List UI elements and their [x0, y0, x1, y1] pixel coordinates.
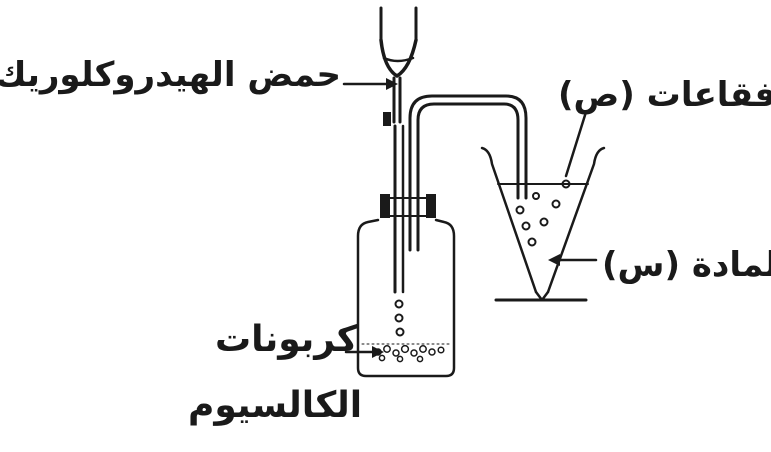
- label-hydrochloric-acid: حمض الهيدروكلوريك: [0, 55, 341, 95]
- funnel-stem: [393, 124, 405, 294]
- reaction-flask: [356, 218, 456, 378]
- label-calcium-carbonate-line2: الكالسيوم: [188, 385, 363, 426]
- leader-lines: [342, 82, 598, 354]
- beaker-bubbles: [515, 179, 571, 247]
- rubber-stopper: [380, 194, 436, 218]
- delivery-tube: [408, 94, 528, 252]
- conical-beaker: [480, 146, 606, 302]
- flask-bubbles: [394, 299, 405, 337]
- arrowhead-caco3: [372, 346, 384, 358]
- label-bubbles-y: فقاعات (ص): [558, 75, 771, 115]
- arrowhead-substance: [548, 254, 560, 266]
- label-calcium-carbonate-line1: كربونات: [215, 319, 358, 360]
- calcium-carbonate-solid: [374, 344, 445, 363]
- arrowhead-hcl: [386, 78, 398, 90]
- label-substance-x: المادة (س): [602, 245, 771, 285]
